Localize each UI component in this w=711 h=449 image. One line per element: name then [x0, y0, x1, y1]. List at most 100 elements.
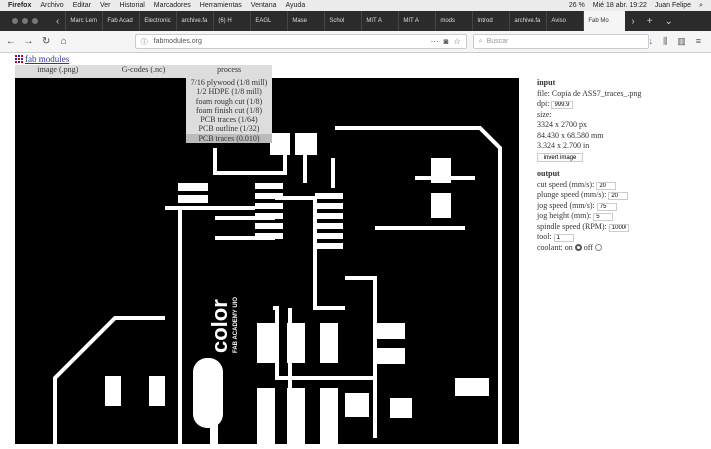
menu-ver[interactable]: Ver [99, 2, 111, 9]
field-label: cut speed (mm/s): [537, 179, 595, 189]
clock[interactable]: Mié 18 abr. 19:22 [592, 1, 647, 9]
pcb-traces-image: color FAB ACADEMY UIO [53, 126, 502, 448]
browser-tab[interactable]: Aviso [546, 11, 583, 31]
menu-marcadores[interactable]: Marcadores [153, 2, 191, 9]
menu-historial[interactable]: Historial [119, 2, 145, 9]
fab-modules-link[interactable]: fab modules [15, 54, 69, 64]
browser-tab[interactable]: Electronic [139, 11, 176, 31]
menu-herramientas[interactable]: Herramientas [199, 2, 242, 9]
process-option[interactable]: PCB outline (1/32) [198, 124, 260, 134]
browser-tab[interactable]: mods [435, 11, 472, 31]
info-icon[interactable]: ⓘ [140, 38, 148, 46]
browser-tab[interactable]: EAGL [250, 11, 287, 31]
menu-gcodes-nc[interactable]: G-codes (.nc) [121, 65, 166, 74]
tabs-scroll-right-icon[interactable]: › [631, 15, 635, 27]
field-input[interactable] [608, 223, 629, 232]
input-heading: input [537, 78, 556, 87]
search-input[interactable]: ⌕ Buscar [472, 34, 649, 49]
menu-editar[interactable]: Editar [72, 2, 91, 9]
process-option[interactable]: PCB traces (1/64) [200, 115, 258, 125]
more-icon[interactable]: ⋯ [430, 37, 439, 46]
process-option[interactable]: PCB traces (0.010) [186, 133, 272, 144]
tabs-scroll-left-icon[interactable]: ‹ [56, 15, 60, 27]
process-option[interactable]: foam rough cut (1/8) [195, 96, 263, 106]
field-input[interactable] [596, 202, 617, 211]
user-name[interactable]: Juan Felipe [654, 1, 692, 9]
browser-tab[interactable]: Schol [324, 11, 361, 31]
menu-image-png[interactable]: image (.png) [37, 65, 79, 74]
window-controls[interactable] [0, 18, 50, 24]
browser-tab[interactable]: Fab Acad [102, 11, 139, 31]
browser-tab[interactable]: archive.fa [509, 11, 546, 31]
browser-tab[interactable]: Mase [287, 11, 324, 31]
output-field-row: spindle speed (RPM): [537, 222, 641, 233]
output-field-row: tool: [537, 232, 641, 243]
size-mm: 84.430 x 68.580 mm [537, 130, 604, 140]
field-input[interactable] [593, 213, 614, 221]
output-field-row: plunge speed (mm/s): [537, 190, 641, 201]
pocket-icon[interactable]: ◙ [443, 37, 449, 46]
bookmark-star-icon[interactable]: ☆ [453, 37, 461, 46]
coolant-label: coolant: on [537, 242, 573, 252]
invert-image-button[interactable]: invert image [537, 153, 583, 162]
new-tab-icon[interactable]: + [646, 15, 653, 27]
browser-tab[interactable]: archive.fa [176, 11, 213, 31]
macos-menubar: Firefox Archivo Editar Ver Historial Mar… [0, 0, 711, 11]
field-input[interactable] [608, 192, 629, 200]
search-placeholder: Buscar [486, 38, 509, 45]
menu-ayuda[interactable]: Ayuda [285, 2, 306, 9]
tab-list-chevron-icon[interactable]: ⌄ [664, 15, 673, 27]
browser-tab[interactable]: MIT A [398, 11, 435, 31]
back-icon[interactable]: ← [5, 36, 16, 47]
size-in: 3.324 x 2.700 in [537, 141, 590, 150]
field-label: spindle speed (RPM): [537, 221, 607, 231]
coolant-row: coolant: on off [537, 243, 641, 254]
fab-logo-icon [15, 55, 23, 63]
logo-text: fab modules [25, 54, 70, 64]
file-name: file: Copia de ASS7_traces_.png [537, 88, 642, 98]
process-dropdown: 7/16 plywood (1/8 mill)1/2 HDPE (1/8 mil… [186, 78, 272, 144]
page-content: fab modules image (.png) G-codes (.nc) p… [0, 53, 711, 448]
board-logo-text: color [207, 299, 232, 353]
coolant-off-label: off [583, 242, 593, 252]
field-label: plunge speed (mm/s): [537, 190, 607, 199]
size-label: size: [537, 109, 552, 119]
field-label: jog speed (mm/s): [537, 200, 595, 210]
search-icon[interactable]: ⌕ [699, 1, 703, 9]
app-menu[interactable]: Firefox [8, 2, 32, 9]
hamburger-menu-icon[interactable]: ≡ [695, 36, 701, 46]
process-option[interactable]: foam finish cut (1/8) [196, 105, 262, 115]
field-input[interactable] [596, 181, 617, 190]
output-field-row: cut speed (mm/s): [537, 180, 641, 191]
dpi-input[interactable] [551, 101, 574, 109]
browser-tab[interactable]: MIT A [361, 11, 398, 31]
process-option[interactable]: 1/2 HDPE (1/8 mill) [196, 87, 262, 97]
download-icon[interactable]: ↓ [648, 36, 654, 46]
url-bar[interactable]: ⓘ fabmodules.org ⋯ ◙ ☆ [134, 34, 467, 49]
menu-ventana[interactable]: Ventana [250, 2, 277, 9]
battery-status[interactable]: 26 % [568, 1, 585, 9]
coolant-on-radio[interactable] [574, 244, 582, 252]
forward-icon[interactable]: → [23, 36, 34, 47]
url-text[interactable]: fabmodules.org [153, 38, 202, 45]
browser-tab[interactable]: Fab Mo [583, 11, 626, 31]
library-icon[interactable]: ⫼ [663, 36, 668, 46]
coolant-off-radio[interactable] [594, 244, 602, 252]
process-option[interactable]: 7/16 plywood (1/8 mill) [190, 78, 268, 87]
field-label: jog height (mm): [537, 211, 592, 220]
sidebar-icon[interactable]: ▥ [677, 36, 686, 46]
dpi-label: dpi: [537, 99, 550, 108]
browser-tab[interactable]: Marc Lem [65, 11, 102, 31]
field-input[interactable] [553, 234, 574, 242]
settings-panel: input file: Copia de ASS7_traces_.png dp… [537, 78, 641, 253]
size-px: 3324 x 2700 px [537, 120, 587, 129]
home-icon[interactable]: ⌂ [60, 36, 67, 47]
nav-bar: ← → ↻ ⌂ ⓘ fabmodules.org ⋯◙☆ ⌕ Buscar ↓ … [0, 31, 711, 53]
reload-icon[interactable]: ↻ [41, 36, 51, 47]
browser-tab[interactable]: (6) H [213, 11, 250, 31]
board-subtext: FAB ACADEMY UIO [233, 297, 239, 353]
browser-tab[interactable]: Introd [472, 11, 509, 31]
menu-archivo[interactable]: Archivo [40, 2, 64, 9]
menu-process[interactable]: process [217, 65, 242, 74]
